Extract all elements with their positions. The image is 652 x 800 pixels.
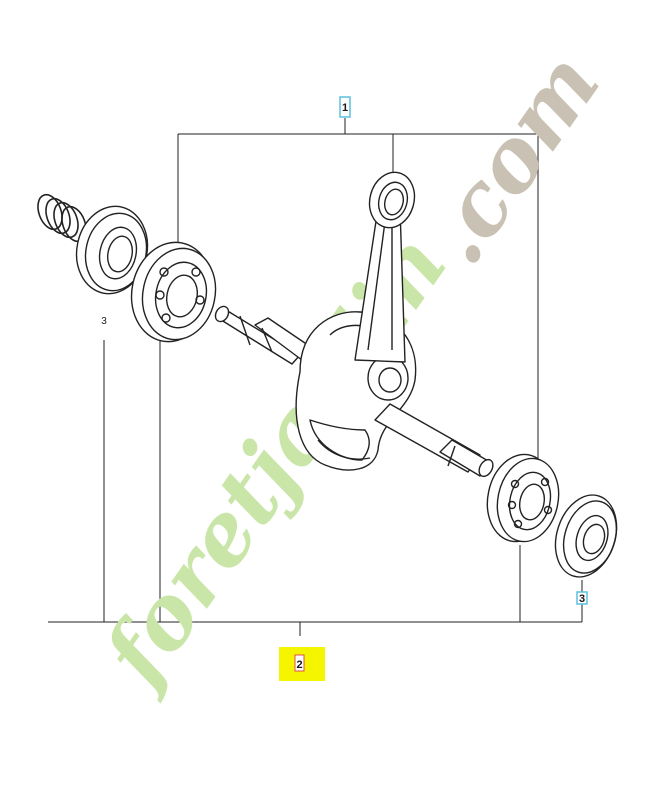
callout-3-left[interactable]: 3 (101, 316, 107, 327)
callout-1[interactable]: 1 (339, 96, 351, 118)
right-bearing-icon (486, 453, 560, 543)
callout-1-label: 1 (342, 102, 348, 114)
right-shaft-icon (374, 403, 494, 478)
left-bearing-icon (130, 241, 217, 343)
watermark-gray-text: .com (404, 35, 619, 282)
callout-3-right[interactable]: 3 (576, 591, 588, 605)
callout-2[interactable]: 2 (279, 647, 325, 681)
leader-lines (48, 118, 583, 636)
connecting-rod-icon (354, 171, 416, 363)
right-seal-ring-icon (554, 494, 618, 578)
callout-2-label: 2 (296, 659, 302, 671)
parts (37, 171, 618, 578)
callout-3-left-label: 3 (101, 316, 107, 327)
left-seal-ring-icon (75, 205, 149, 295)
callout-3-right-label: 3 (579, 593, 585, 605)
